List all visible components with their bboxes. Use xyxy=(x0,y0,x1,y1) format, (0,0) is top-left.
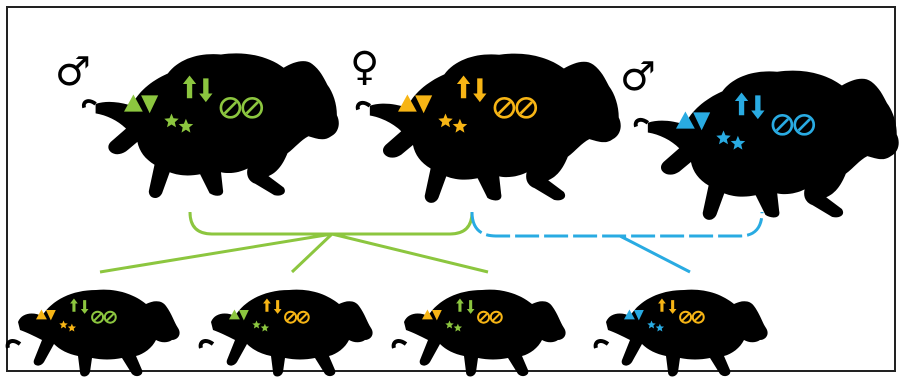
piglet-4-no-symbol-pair-icon xyxy=(679,310,705,324)
piglet-2-symbols xyxy=(229,298,310,332)
father-left-silhouette-body xyxy=(95,53,339,199)
father-left-star-pair-icon xyxy=(164,113,194,133)
piglet-4-silhouette xyxy=(593,289,768,377)
piglet-3-arrow-pair-icon xyxy=(456,298,475,314)
blue-link-1 xyxy=(619,234,691,274)
piglet-1-silhouette-body xyxy=(18,289,180,377)
piglet-1-triangle-pair-icon xyxy=(36,309,56,321)
piglet-4-arrow-pair-icon xyxy=(658,298,677,314)
piglet-3-symbols xyxy=(422,298,503,332)
piglet-1-no-symbol-pair-icon xyxy=(91,310,117,324)
piglet-4-triangle-pair-icon xyxy=(624,309,644,321)
piglet-4-silhouette-body xyxy=(606,289,768,377)
father-left-symbols xyxy=(124,75,264,133)
father-left-no-symbol-pair-icon xyxy=(219,96,264,119)
piglet-1-arrow-pair-icon xyxy=(70,298,89,314)
father-right-triangle-pair-icon xyxy=(676,111,711,131)
mother-triangle-pair-icon xyxy=(398,94,433,114)
parentage-connectors xyxy=(99,211,764,274)
bracket-blue xyxy=(470,211,764,238)
mother-symbols xyxy=(398,75,538,133)
piglet-2-triangle-pair-icon xyxy=(229,309,249,321)
piglet-1-silhouette-tail xyxy=(5,339,22,349)
green-link-2 xyxy=(290,232,334,274)
father-right-silhouette-body xyxy=(647,70,899,220)
piglet-2-star-pair-icon xyxy=(252,320,269,332)
father-left-silhouette-tail xyxy=(81,99,97,109)
mother-silhouette-body xyxy=(369,53,621,203)
piglet-1-symbols xyxy=(36,298,117,332)
green-link-3 xyxy=(331,232,489,274)
piglet-4-symbols xyxy=(624,298,705,332)
mother-sex-symbol: ♀ xyxy=(350,44,379,90)
piglet-1-silhouette xyxy=(5,289,180,377)
mother-no-symbol-pair-icon xyxy=(493,96,538,119)
father-left-silhouette xyxy=(81,53,339,199)
piglet-2-silhouette xyxy=(198,289,373,377)
diagram-frame xyxy=(6,6,896,372)
piglet-1-star-pair-icon xyxy=(59,320,76,332)
father-right-arrow-pair-icon xyxy=(734,92,765,120)
father-right-silhouette-tail xyxy=(633,117,650,128)
father-right-no-symbol-pair-icon xyxy=(771,113,816,136)
piglet-3-silhouette-tail xyxy=(391,339,408,349)
mother-arrow-pair-icon xyxy=(456,75,487,103)
piglet-2-silhouette-tail xyxy=(198,339,215,349)
piglet-2-arrow-pair-icon xyxy=(263,298,282,314)
mother-silhouette-tail xyxy=(355,100,372,111)
father-right-symbols xyxy=(676,92,816,150)
father-right-star-pair-icon xyxy=(716,130,746,150)
mother-silhouette xyxy=(355,53,621,203)
piglet-3-silhouette-body xyxy=(404,289,566,377)
father-left-sex-symbol: ♂ xyxy=(55,49,91,95)
piglet-4-star-pair-icon xyxy=(647,320,664,332)
piglet-4-silhouette-tail xyxy=(593,339,610,349)
father-right-sex-symbol: ♂ xyxy=(620,54,656,100)
piglet-3-triangle-pair-icon xyxy=(422,309,442,321)
piglet-2-no-symbol-pair-icon xyxy=(284,310,310,324)
father-left-triangle-pair-icon xyxy=(124,94,159,114)
father-left-arrow-pair-icon xyxy=(182,75,213,103)
piglet-3-star-pair-icon xyxy=(445,320,462,332)
green-link-1 xyxy=(99,232,333,274)
piglet-2-silhouette-body xyxy=(211,289,373,377)
piglet-3-silhouette xyxy=(391,289,566,377)
father-right-silhouette xyxy=(633,70,899,220)
mother-star-pair-icon xyxy=(438,113,468,133)
piglet-3-no-symbol-pair-icon xyxy=(477,310,503,324)
bracket-green xyxy=(188,211,474,236)
